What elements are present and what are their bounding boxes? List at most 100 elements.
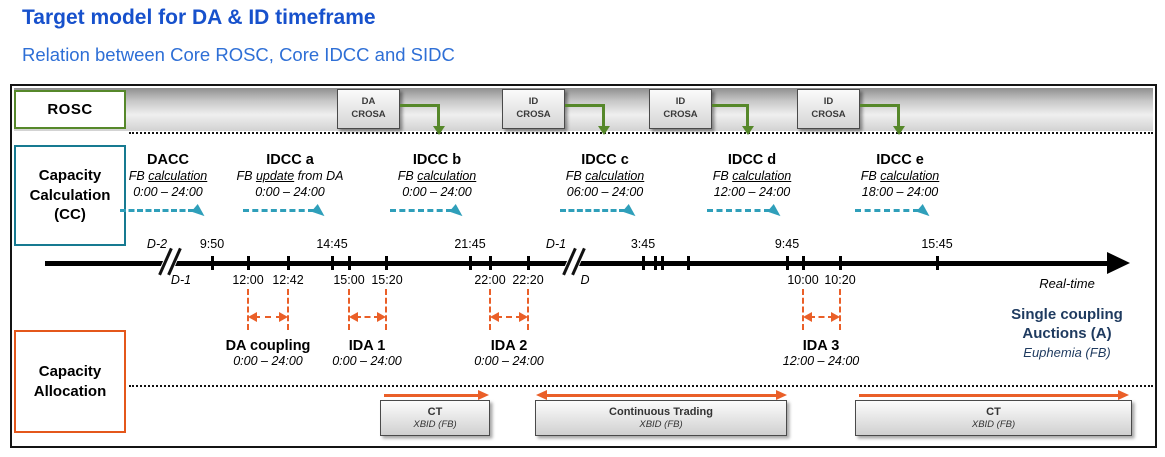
- box-title: Continuous Trading: [609, 406, 713, 418]
- arrow-shaft: [545, 394, 778, 397]
- left-arrowhead: [248, 312, 257, 322]
- time-label-15-45: 15:45: [921, 237, 953, 251]
- connector-down-arrowhead: [892, 126, 905, 135]
- allocation-label-ida-2: IDA 2 0:00 – 24:00: [434, 338, 584, 368]
- timeline-tick: [802, 256, 805, 270]
- rosc-dotted-line: [129, 132, 1153, 134]
- cc-entry-time: 0:00 – 24:00: [255, 185, 325, 200]
- timeline-tick: [936, 256, 939, 270]
- allocation-label-line2: Allocation: [33, 382, 107, 400]
- crosa-line1: ID: [823, 96, 834, 107]
- ida-2-window: [489, 289, 529, 330]
- capacity-allocation-box: Capacity Allocation: [14, 330, 126, 433]
- timeline-tick: [654, 256, 657, 270]
- time-label-10-20: 10:20: [824, 273, 856, 287]
- crosa-connector-1: [400, 104, 445, 144]
- fb-underlined-word: calculation: [732, 169, 792, 183]
- fb-underlined-word: calculation: [880, 169, 940, 183]
- time-label-21-45: 21:45: [454, 237, 486, 251]
- time-label-10-00: 10:00: [787, 273, 819, 287]
- timeline-tick: [489, 256, 492, 270]
- allocation-time: 0:00 – 24:00: [233, 354, 303, 368]
- crosa-line2: CROSA: [811, 108, 846, 120]
- timeline-tick: [331, 256, 334, 270]
- right-arrowhead: [478, 390, 489, 400]
- day-label-d-1-below: D-1: [170, 273, 192, 287]
- window-right-edge: [287, 289, 289, 330]
- box-subtitle: XBID (FB): [413, 419, 457, 431]
- crosa-line2: CROSA: [663, 108, 698, 120]
- dacc-result-arrow: [120, 203, 208, 223]
- cc-entry-idcc-e: IDCC e FB calculation 18:00 – 24:00: [815, 152, 985, 201]
- timeline-tick: [469, 256, 472, 270]
- window-right-edge: [839, 289, 841, 330]
- connector-line: [746, 104, 749, 127]
- arrow-shaft: [859, 394, 1120, 397]
- window-right-edge: [527, 289, 529, 330]
- day-label-d: D: [580, 273, 590, 287]
- cc-entry-time: 12:00 – 24:00: [713, 185, 791, 200]
- window-left-edge: [348, 289, 350, 330]
- cc-entry-idcc-c: IDCC c FB calculation 06:00 – 24:00: [520, 152, 690, 201]
- ida-3-window: [802, 289, 841, 330]
- day-label-d-1-above: D-1: [545, 237, 567, 251]
- right-arrowhead: [1118, 390, 1129, 400]
- window-span-line: [496, 316, 522, 318]
- time-label-9-50: 9:50: [199, 237, 225, 251]
- ct-box-2: CT XBID (FB): [855, 400, 1132, 436]
- connector-down-arrowhead: [597, 126, 610, 135]
- rosc-label-box: ROSC: [14, 90, 126, 129]
- cc-entry-time: 0:00 – 24:00: [133, 185, 203, 200]
- cc-entry-name: IDCC d: [727, 152, 777, 168]
- cc-entry-idcc-a: IDCC a FB update from DA 0:00 – 24:00: [205, 152, 375, 201]
- timeline-tick: [661, 256, 664, 270]
- window-span-line: [254, 316, 282, 318]
- arrow-shaft: [120, 209, 194, 212]
- day-label-d-2: D-2: [146, 237, 168, 251]
- window-span-line: [809, 316, 834, 318]
- capacity-calculation-box: Capacity Calculation (CC): [14, 145, 126, 246]
- timeline-tick: [687, 256, 690, 270]
- time-label-15-20: 15:20: [371, 273, 403, 287]
- time-label-15-00: 15:00: [333, 273, 365, 287]
- time-label-12-00: 12:00: [232, 273, 264, 287]
- allocation-name: IDA 3: [802, 338, 840, 354]
- allocation-name: DA coupling: [225, 338, 311, 354]
- realtime-label: Real-time: [1039, 276, 1095, 291]
- id-crosa-box-2: ID CROSA: [649, 89, 712, 129]
- allocation-label-ida-1: IDA 1 0:00 – 24:00: [292, 338, 442, 368]
- cc-entry-time: 0:00 – 24:00: [402, 185, 472, 200]
- fb-prefix: FB: [860, 169, 881, 183]
- connector-line: [565, 104, 605, 107]
- cc-label-line3: (CC): [54, 206, 86, 224]
- box-subtitle: XBID (FB): [639, 419, 683, 431]
- diagram-frame: [10, 84, 1157, 448]
- crosa-line1: ID: [528, 96, 539, 107]
- idcc-e-result-arrow: [855, 203, 933, 223]
- right-arrowhead: [377, 312, 386, 322]
- idcc-d-result-arrow: [707, 203, 784, 223]
- window-left-edge: [802, 289, 804, 330]
- fb-underlined-word: update: [255, 169, 295, 183]
- allocation-time: 0:00 – 24:00: [332, 354, 402, 368]
- idcc-c-result-arrow: [560, 203, 639, 223]
- fb-prefix: FB: [565, 169, 586, 183]
- single-coupling-line1: Single coupling: [1011, 306, 1123, 323]
- window-left-edge: [489, 289, 491, 330]
- ida-1-window: [348, 289, 387, 330]
- cc-entry-time: 06:00 – 24:00: [566, 185, 644, 200]
- cc-entry-idcc-d: IDCC d FB calculation 12:00 – 24:00: [667, 152, 837, 201]
- timeline-tick: [247, 256, 250, 270]
- crosa-connector-2: [565, 104, 610, 144]
- idcc-a-result-arrow: [243, 203, 328, 223]
- right-arrowhead: [279, 312, 288, 322]
- crosa-line2: CROSA: [516, 108, 551, 120]
- connector-line: [897, 104, 900, 127]
- crosa-line1: DA: [361, 96, 376, 107]
- cc-entry-idcc-b: IDCC b FB calculation 0:00 – 24:00: [352, 152, 522, 201]
- arrow-shaft: [384, 394, 480, 397]
- time-label-9-45: 9:45: [774, 237, 800, 251]
- timeline-tick: [839, 256, 842, 270]
- crosa-connector-3: [712, 104, 754, 144]
- crosa-connector-4: [860, 104, 905, 144]
